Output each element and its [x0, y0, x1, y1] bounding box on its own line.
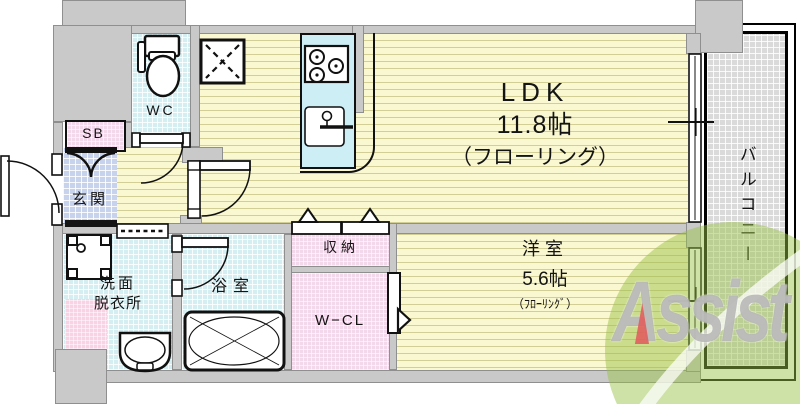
youshitsu-size-label: 5.6帖 [522, 269, 568, 290]
balcony-label: バルコニー [736, 145, 756, 270]
wall-right-middle [686, 222, 701, 248]
senmen-label-line2: 脱衣所 [93, 295, 142, 312]
ldk-name-label: LDK [500, 77, 570, 107]
yokushitsu-label: 浴室 [210, 278, 255, 295]
wall-bath-right [284, 234, 292, 370]
wall-bottom-left-block [55, 349, 107, 404]
wall-right-upper [686, 33, 701, 54]
wall-top-right-block [695, 0, 743, 53]
wall-right-lower [686, 350, 701, 372]
genkan-label: 玄関 [71, 191, 108, 208]
wall-upper-left-mass [53, 25, 132, 122]
pipe-space-area [65, 299, 107, 349]
wall-bath-left [172, 234, 182, 370]
wcl-area [291, 272, 389, 370]
ldk-floor-label: （フローリング） [451, 146, 619, 169]
bathroom-floor [182, 234, 284, 370]
wall-left-mid [53, 122, 63, 156]
wall-middle-horizontal [62, 223, 700, 234]
kitchen-counter-edge [300, 33, 375, 173]
sb-label: SB [82, 125, 105, 141]
wall-sb-right [122, 122, 132, 148]
shuno-label: 収納 [323, 239, 359, 255]
entrance-door [0, 153, 63, 226]
ldk-floor [200, 33, 688, 223]
wall-stub-ldk [182, 147, 223, 163]
kitchen-counter [300, 33, 356, 169]
wc-label: WC [146, 102, 176, 118]
wall-top [55, 25, 700, 34]
ldk-size-label: 11.8帖 [496, 111, 574, 139]
wall-wc-right [190, 25, 200, 147]
youshitsu-floor-label: （ﾌﾛｰﾘﾝｸﾞ） [511, 297, 578, 311]
senmen-label-line1: 洗面 [99, 275, 136, 292]
wall-bottom [62, 370, 701, 383]
wall-top-left-block [62, 0, 186, 26]
shuno-area [291, 234, 391, 266]
genkan-floor [63, 148, 117, 225]
wcl-label: W−CL [314, 312, 366, 329]
wall-shuno-wcl-divider [291, 266, 391, 273]
wall-left-lower [53, 225, 63, 372]
youshitsu-name-label: 洋室 [522, 239, 568, 259]
